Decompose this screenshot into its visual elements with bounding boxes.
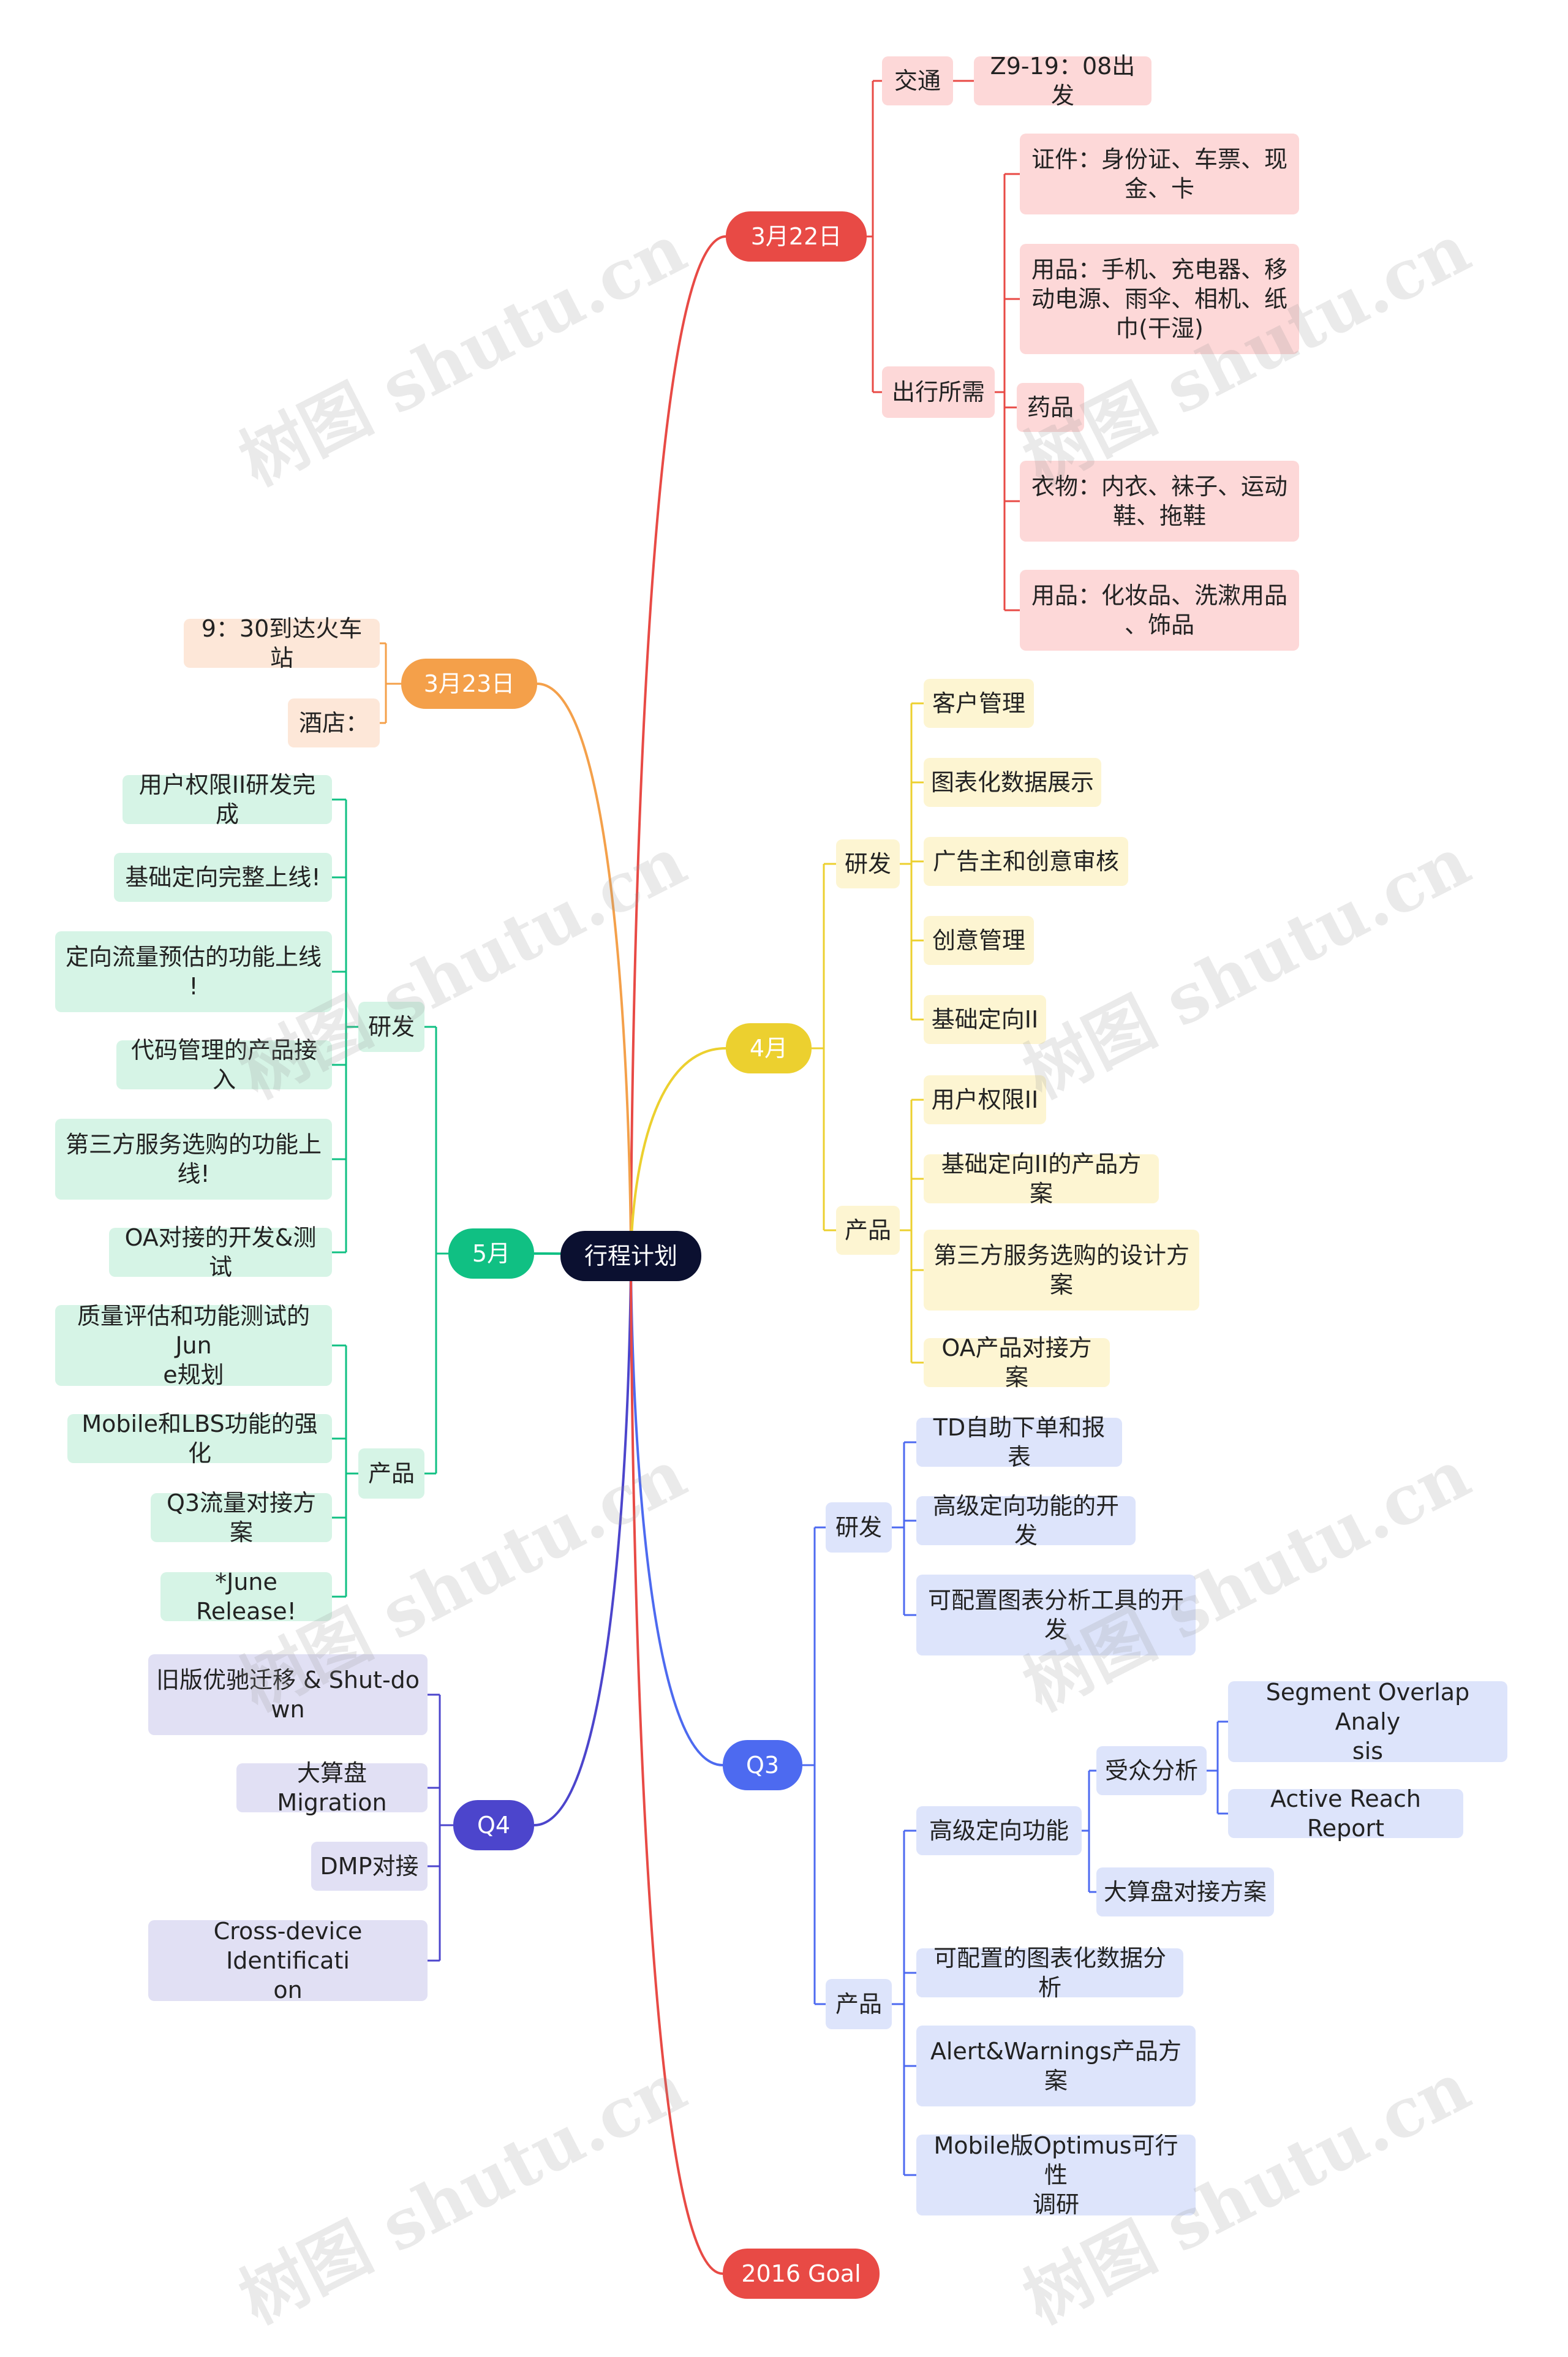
may-rd[interactable]: 研发 [358,1002,424,1052]
may-product-item[interactable]: Q3流量对接方案 [151,1489,332,1546]
q3-rd-item[interactable]: TD自助下单和报表 [916,1414,1122,1470]
q3-audience-item[interactable]: Segment Overlap Analy sis [1228,1679,1507,1765]
needs-toiletries[interactable]: 用品：化妆品、洗漱用品 、饰品 [1020,570,1299,651]
q3-product-item[interactable]: 可配置的图表化数据分析 [916,1945,1183,2001]
q3-product-item[interactable]: Alert&Warnings产品方 案 [916,2026,1196,2106]
q3-audience-item[interactable]: Active Reach Report [1228,1785,1463,1842]
q3-advanced-targeting[interactable]: 高级定向功能 [916,1806,1082,1855]
q3-rd[interactable]: 研发 [826,1502,892,1553]
transport-train[interactable]: Z9-19：08出发 [974,53,1152,109]
needs-documents[interactable]: 证件：身份证、车票、现 金、卡 [1020,134,1299,214]
may-product[interactable]: 产品 [358,1448,424,1499]
q3-rd-item[interactable]: 可配置图表分析工具的开 发 [916,1575,1196,1655]
root-topic[interactable]: 行程计划 [560,1231,701,1281]
needs-gadgets[interactable]: 用品：手机、充电器、移 动电源、雨伞、相机、纸 巾(干湿) [1020,244,1299,354]
q4-item[interactable]: Cross-device Identificati on [148,1918,428,2003]
may-rd-item[interactable]: OA对接的开发&测试 [109,1224,332,1281]
needs-clothing[interactable]: 衣物：内衣、袜子、运动 鞋、拖鞋 [1020,461,1299,542]
q3-rd-item[interactable]: 高级定向功能的开发 [916,1493,1136,1549]
april-product-item[interactable]: OA产品对接方案 [924,1334,1110,1391]
q3-product[interactable]: 产品 [826,1979,892,2029]
april-rd-item[interactable]: 广告主和创意审核 [924,837,1128,886]
connector [630,1255,723,1766]
connector [630,1047,726,1257]
q4-item[interactable]: 旧版优驰迁移 & Shut-do wn [148,1654,428,1735]
branch-q4[interactable]: Q4 [453,1800,534,1850]
april-product-item[interactable]: 用户权限II [924,1075,1046,1124]
branch-may[interactable]: 5月 [448,1228,534,1279]
q4-item[interactable]: 大算盘Migration [236,1760,428,1816]
sub-transport[interactable]: 交通 [882,56,953,105]
may-product-item[interactable]: 质量评估和功能测试的Jun e规划 [55,1303,332,1388]
april-rd-item[interactable]: 创意管理 [924,916,1034,965]
may-rd-item[interactable]: 定向流量预估的功能上线 ! [55,931,332,1012]
april-rd-item[interactable]: 图表化数据展示 [924,758,1101,807]
april-product[interactable]: 产品 [836,1206,900,1255]
branch-april[interactable]: 4月 [726,1023,812,1073]
needs-medicine[interactable]: 药品 [1017,383,1084,432]
may-rd-item[interactable]: 基础定向完整上线! [114,853,332,902]
q3-product-item[interactable]: Mobile版Optimus可行性 调研 [916,2132,1196,2218]
q4-item[interactable]: DMP对接 [311,1842,428,1891]
q3-dsp-integration[interactable]: 大算盘对接方案 [1096,1867,1274,1916]
sub-travel-needs[interactable]: 出行所需 [882,366,995,418]
april-product-item[interactable]: 第三方服务选购的设计方 案 [924,1230,1199,1311]
may-product-item[interactable]: Mobile和LBS功能的强化 [67,1410,332,1467]
branch-mar22[interactable]: 3月22日 [726,211,867,262]
q3-audience-analysis[interactable]: 受众分析 [1096,1746,1207,1795]
connector [533,1255,632,1826]
connector [630,235,726,1257]
may-product-item[interactable]: *June Release! [160,1568,332,1625]
april-rd-item[interactable]: 客户管理 [924,679,1034,728]
may-rd-item[interactable]: 用户权限II研发完成 [123,771,332,828]
may-rd-item[interactable]: 代码管理的产品接入 [116,1037,332,1093]
april-rd-item[interactable]: 基础定向II [924,995,1046,1044]
april-product-item[interactable]: 基础定向II的产品方案 [924,1151,1159,1207]
april-rd[interactable]: 研发 [836,839,900,888]
may-rd-item[interactable]: 第三方服务选购的功能上 线! [55,1119,332,1200]
mar23-station[interactable]: 9：30到达火车站 [184,615,380,672]
mar23-hotel[interactable]: 酒店： [288,698,380,747]
branch-q3[interactable]: Q3 [723,1740,802,1790]
connector [537,683,632,1257]
connector [630,1255,723,2275]
branch-2016-goal[interactable]: 2016 Goal [723,2249,880,2299]
branch-mar23[interactable]: 3月23日 [401,659,537,709]
